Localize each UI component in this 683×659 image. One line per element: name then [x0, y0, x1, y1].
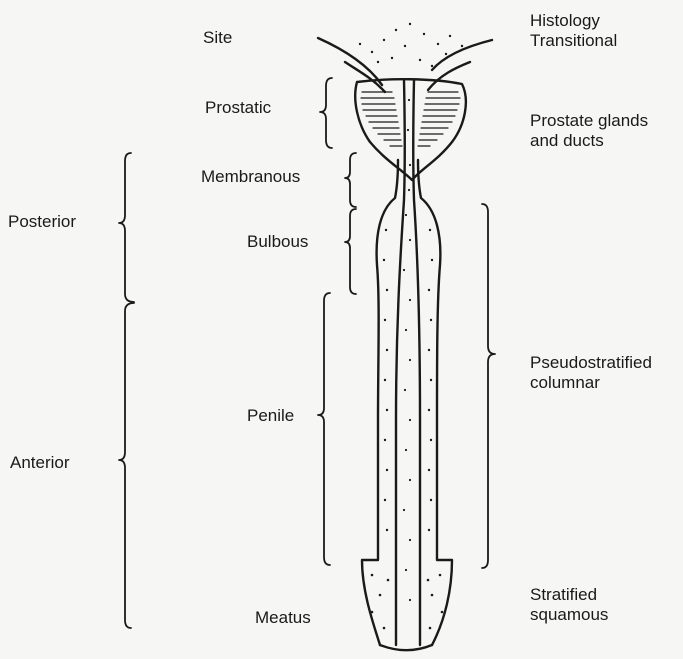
prostatic-bracket	[320, 78, 332, 148]
label-stratified: Stratified	[530, 585, 608, 605]
penile-bracket	[318, 293, 330, 565]
label-pseudostratified: Pseudostratified	[530, 353, 652, 373]
pseudostratified-bracket	[482, 204, 495, 568]
label-columnar: columnar	[530, 373, 652, 393]
label-transitional: Transitional	[530, 31, 617, 51]
prostate-hatching	[361, 92, 460, 146]
label-stratified-squamous: Stratified squamous	[530, 585, 608, 625]
label-histology: Histology	[530, 11, 617, 31]
posterior-bracket	[119, 153, 134, 302]
label-anterior: Anterior	[10, 453, 70, 473]
label-posterior: Posterior	[8, 212, 76, 232]
anterior-bracket	[119, 303, 134, 628]
label-meatus: Meatus	[255, 608, 311, 628]
bladder-neck-left-wall	[318, 38, 382, 85]
label-prostate-glands-line2: and ducts	[530, 131, 648, 151]
label-site: Site	[203, 28, 232, 48]
bulbous-bracket	[345, 209, 356, 294]
label-prostatic: Prostatic	[205, 98, 271, 118]
label-bulbous: Bulbous	[247, 232, 308, 252]
label-squamous: squamous	[530, 605, 608, 625]
membranous-bracket	[345, 153, 356, 207]
urethra-outer-left	[362, 160, 398, 645]
urethra-outer-right	[418, 160, 452, 645]
label-histology-transitional: Histology Transitional	[530, 11, 617, 51]
label-prostate-glands-line1: Prostate glands	[530, 111, 648, 131]
label-pseudostratified-columnar: Pseudostratified columnar	[530, 353, 652, 393]
label-penile: Penile	[247, 406, 294, 426]
stippling	[359, 23, 463, 630]
label-prostate-glands: Prostate glands and ducts	[530, 111, 648, 151]
meatus-base	[380, 645, 432, 650]
label-membranous: Membranous	[201, 167, 300, 187]
